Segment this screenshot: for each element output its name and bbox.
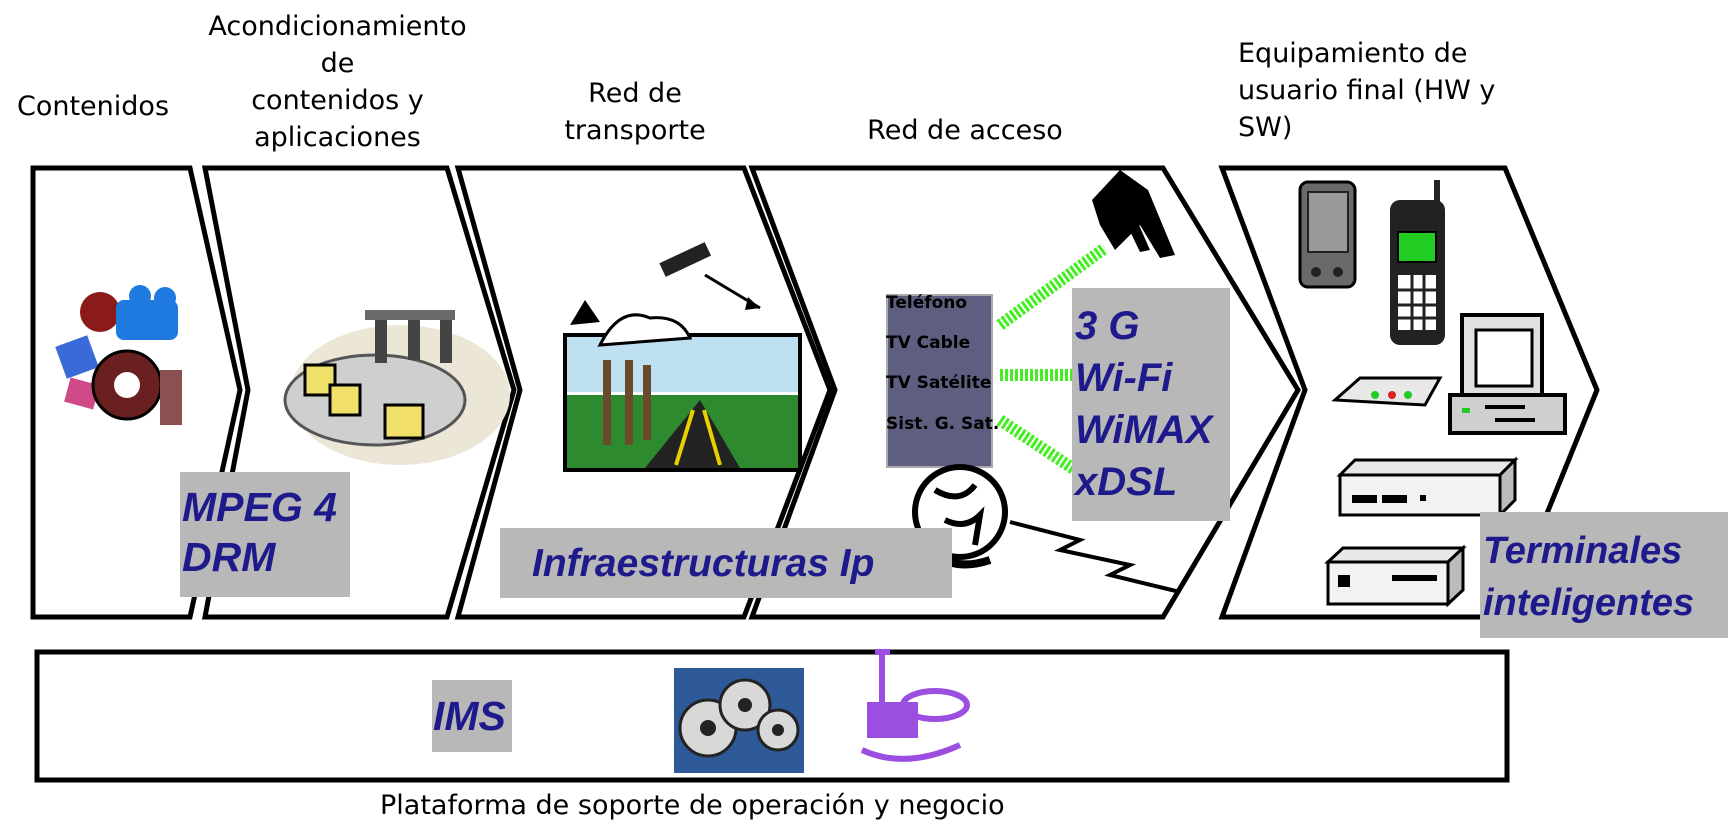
set-top-box-icon bbox=[1324, 456, 1519, 608]
platform-footer-label: Plataforma de soporte de operación y neg… bbox=[380, 790, 1005, 821]
header-equipamiento: Equipamiento de usuario final (HW y SW) bbox=[1238, 38, 1496, 143]
header-contenidos: Contenidos bbox=[16, 91, 170, 122]
mobile-phone-icon bbox=[1390, 180, 1445, 345]
access-item: TV Cable bbox=[886, 333, 971, 353]
modem-icon bbox=[1331, 376, 1443, 407]
ims-label: IMS bbox=[433, 693, 506, 739]
gears-icon bbox=[674, 668, 804, 773]
mpeg-label: MPEG 4 DRM bbox=[182, 484, 337, 580]
pda-icon bbox=[1298, 180, 1357, 289]
satellite-road-icon bbox=[563, 242, 802, 472]
computer-icon bbox=[1448, 313, 1567, 435]
lightning-icon bbox=[1009, 520, 1181, 594]
header-acondicionamiento: Acondicionamiento de contenidos y aplica… bbox=[208, 11, 467, 153]
access-item: Teléfono bbox=[886, 293, 968, 313]
header-red-acceso: Red de acceso bbox=[867, 115, 1063, 146]
header-red-transporte: Red de transporte bbox=[564, 78, 706, 146]
infraestructuras-label: Infraestructuras Ip bbox=[532, 542, 875, 585]
wireless-label: 3 G Wi-Fi WiMAX xDSL bbox=[1075, 304, 1213, 504]
access-item: TV Satélite bbox=[886, 373, 992, 393]
terminales-box bbox=[1480, 512, 1728, 638]
infraestructuras-box bbox=[500, 528, 952, 598]
satellite-antenna-icon bbox=[860, 649, 970, 762]
signal-waves bbox=[996, 243, 1109, 475]
assembly-line-icon bbox=[283, 310, 510, 465]
film-camera-icon bbox=[55, 285, 193, 425]
terminales-label: Terminales inteligentes bbox=[1483, 530, 1695, 624]
antenna-tower-icon bbox=[1092, 170, 1175, 258]
ims-box bbox=[432, 680, 512, 752]
wireless-box bbox=[1072, 288, 1230, 521]
access-box bbox=[887, 295, 992, 467]
access-item: Sist. G. Sat. bbox=[886, 414, 1000, 434]
mpeg-box bbox=[180, 472, 350, 597]
